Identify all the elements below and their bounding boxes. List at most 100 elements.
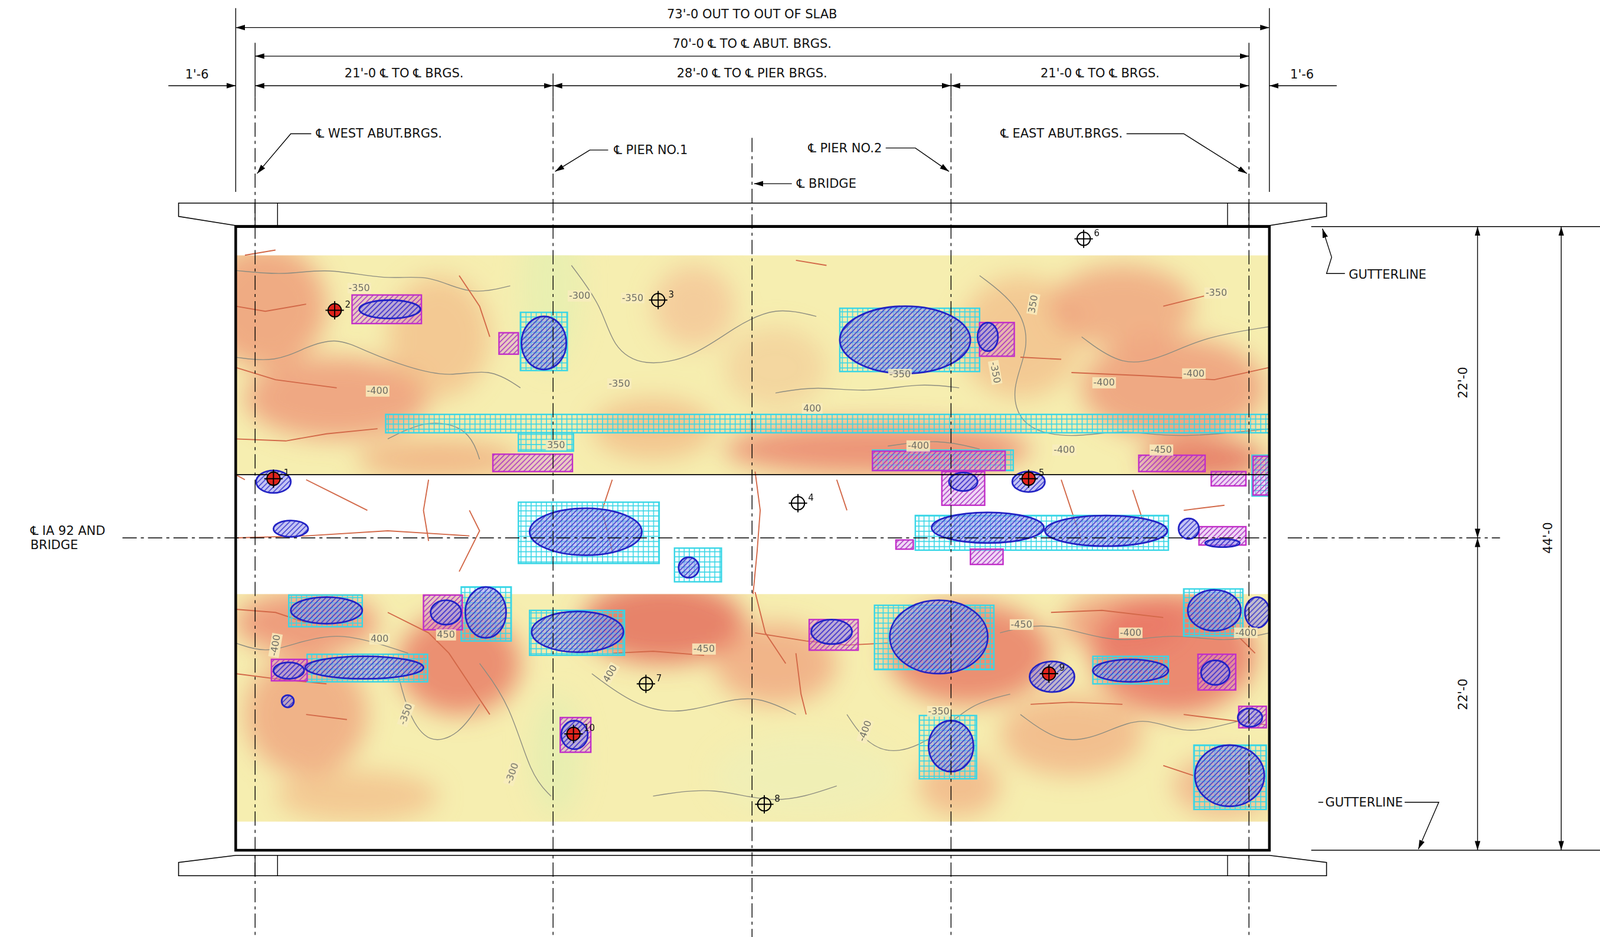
bearing-centerline <box>254 96 256 937</box>
contour-value: -300 <box>567 290 592 301</box>
patch-hatch <box>895 540 914 550</box>
core-cross <box>649 290 668 310</box>
patch-hatch <box>492 453 573 471</box>
contour-value: -400 <box>1052 444 1076 456</box>
spall-outline <box>931 512 1045 543</box>
heat-ground <box>235 254 1269 827</box>
spall-fill <box>521 316 566 370</box>
extension-line <box>1311 849 1600 850</box>
contour-value: -400 <box>1182 368 1206 379</box>
slab-outline <box>235 226 1269 850</box>
dimension-text: 22'-0 <box>1455 676 1471 712</box>
spall-fill <box>529 508 642 556</box>
contour-value: 350 <box>545 439 567 451</box>
contour-value: -350 <box>987 360 1003 386</box>
extension-line <box>552 73 554 97</box>
crack-line <box>423 479 430 542</box>
heat-spot <box>204 244 327 368</box>
callout-number: 10 <box>583 723 595 734</box>
dimension-text: 70'-0 ℄ TO ℄ ABUT. BRGS. <box>670 36 834 51</box>
crack-line <box>1183 505 1225 511</box>
patch-fill <box>1211 471 1246 486</box>
spall-outline <box>529 508 642 556</box>
heat-spot <box>1051 264 1194 347</box>
spall-outline <box>1201 660 1230 685</box>
contour-value: -400 <box>1118 627 1143 638</box>
patch-hatch <box>560 717 591 752</box>
callout-number: 2 <box>344 299 351 310</box>
contour-value: -300 <box>502 760 522 787</box>
spall-fill <box>465 586 506 638</box>
patch-fill <box>970 548 1003 565</box>
heat-spot <box>530 694 582 817</box>
dimension-text: 21'-0 ℄ TO ℄ BRGS. <box>342 66 466 81</box>
delamination-grid <box>518 502 660 564</box>
contour-value: 450 <box>435 629 457 640</box>
extension-line <box>1268 8 1270 192</box>
dimension-line <box>168 85 236 87</box>
gutterline-label: GUTTERLINE <box>1346 267 1429 282</box>
dimension-line <box>950 85 1249 87</box>
patch-fill <box>498 332 519 355</box>
patch-hatch <box>872 450 1006 471</box>
patch-fill <box>941 471 986 506</box>
crack-line <box>235 474 245 480</box>
spall-outline <box>290 596 363 624</box>
contour-line <box>775 384 960 393</box>
callout-number: 8 <box>774 793 781 804</box>
callout-number: 4 <box>807 492 814 503</box>
delamination-grid <box>518 432 574 451</box>
crack-line <box>235 367 337 388</box>
crack-line <box>244 250 276 256</box>
bridge-centerline <box>751 137 753 937</box>
contour-value: 400 <box>369 633 391 644</box>
defect-patches <box>256 295 1270 810</box>
spall-fill <box>890 600 988 674</box>
spall-fill <box>1188 589 1242 631</box>
spall-fill <box>273 520 309 538</box>
spall-outline <box>890 600 988 674</box>
spall-fill <box>1205 538 1240 548</box>
delamination-grid <box>385 414 1270 433</box>
contour-value: -450 <box>1149 444 1173 456</box>
callout-number: 6 <box>1093 228 1100 239</box>
centerline-label: ℄ WEST ABUT.BRGS. <box>314 126 444 141</box>
bearing-centerline <box>1248 96 1250 937</box>
crack-line <box>612 650 705 656</box>
dimension-text: 44'-0 <box>1540 519 1556 555</box>
patch-fill <box>271 659 308 681</box>
spall-outline <box>1188 589 1242 631</box>
patch-hatch <box>1211 471 1246 486</box>
dimension-line <box>235 27 1269 28</box>
crack-line <box>459 275 490 337</box>
delamination-grid <box>529 610 625 656</box>
patch-fill <box>1252 456 1270 496</box>
barrier-joint <box>1227 203 1228 226</box>
patch-hatch <box>970 548 1003 565</box>
crack-line <box>1163 295 1204 306</box>
spall-outline <box>281 694 294 708</box>
callout-number: 3 <box>668 289 674 300</box>
spall-fill <box>949 472 978 491</box>
centerline-label: ℄ EAST ABUT.BRGS. <box>998 126 1125 141</box>
contour-line <box>1020 714 1266 740</box>
contour-line <box>235 340 520 388</box>
spall-outline <box>977 322 999 351</box>
extension-line <box>1311 226 1600 227</box>
patch-hatch <box>809 619 859 650</box>
dimension-text: 22'-0 <box>1455 365 1471 401</box>
dimension-line <box>254 85 554 87</box>
spall-outline <box>1205 538 1240 548</box>
patch-hatch <box>1252 456 1270 496</box>
spall-fill <box>931 512 1045 543</box>
dimension-line <box>1477 537 1478 850</box>
spall-fill <box>305 656 424 679</box>
centerline-label: ℄ PIER NO.2 <box>806 141 884 156</box>
extension-line <box>950 73 952 97</box>
delamination-grid <box>919 715 977 779</box>
spall-outline <box>811 619 853 644</box>
patch-fill <box>895 540 914 550</box>
spall-fill <box>1201 660 1230 685</box>
crack-line <box>235 530 470 538</box>
crack-line <box>836 479 847 511</box>
